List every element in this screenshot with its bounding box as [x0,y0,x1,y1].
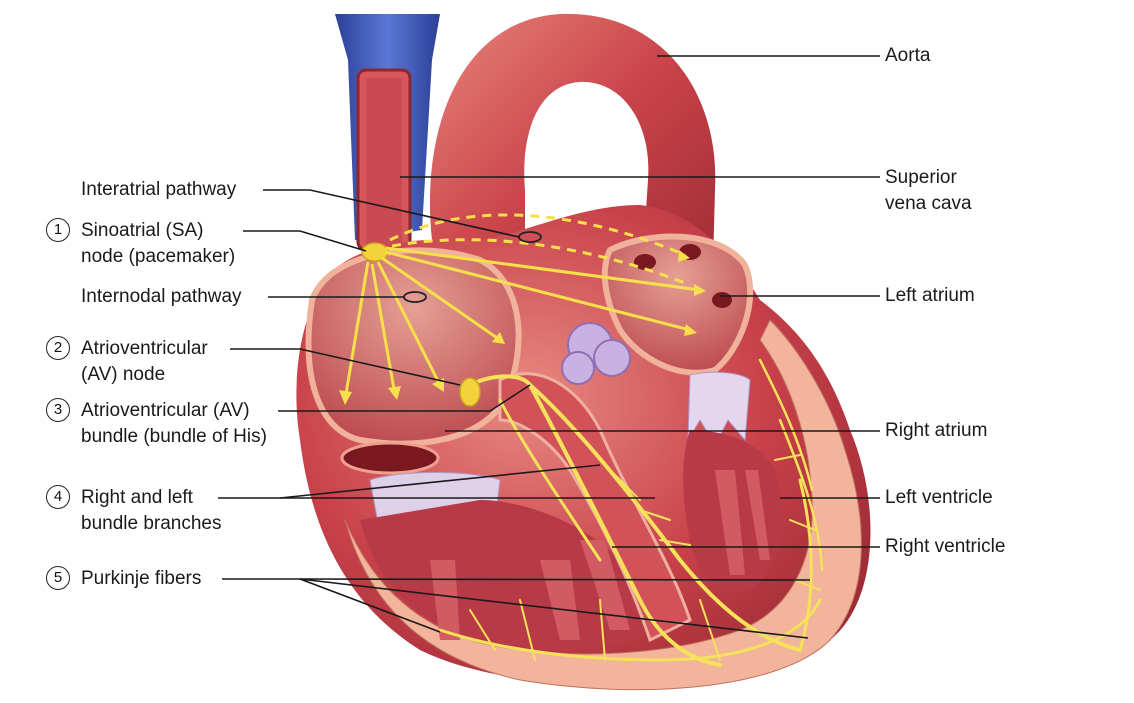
conduction-system [438,358,824,667]
label-internodal-pathway: Internodal pathway [81,284,242,310]
label-right-ventricle: Right ventricle [885,534,1005,560]
label-left-atrium-text: Left atrium [885,285,975,306]
label-right-atrium: Right atrium [885,418,987,444]
label-av-node-line2: (AV) node [81,364,166,385]
label-left-atrium: Left atrium [885,283,975,309]
left-atrium-chamber [601,233,754,376]
label-aorta: Aorta [885,43,930,69]
label-interatrial-pathway: Interatrial pathway [81,177,236,203]
label-sa-node: Sinoatrial (SA) node (pacemaker) [81,218,235,270]
label-purkinje-fibers: Purkinje fibers [81,566,201,592]
label-av-bundle: Atrioventricular (AV) bundle (bundle of … [81,398,267,450]
label-bundle-branches-line2: bundle branches [81,513,222,534]
label-right-ventricle-text: Right ventricle [885,536,1006,557]
label-left-ventricle-text: Left ventricle [885,487,993,508]
ivc-opening [340,441,440,475]
label-superior-vena-cava: Superior vena cava [885,165,972,217]
step-number-3: 3 [46,398,70,422]
label-interatrial-text: Interatrial pathway [81,179,237,200]
interatrial-dashed-arrows [389,213,691,287]
label-av-bundle-line2: bundle (bundle of His) [81,426,267,447]
label-aorta-text: Aorta [885,45,931,66]
label-right-atrium-text: Right atrium [885,420,988,441]
label-sa-node-line2: node (pacemaker) [81,246,236,267]
label-av-node: Atrioventricular (AV) node [81,336,208,388]
label-av-bundle-line1: Atrioventricular (AV) [81,400,250,421]
arrow-heads [339,250,706,405]
label-svc-line2: vena cava [885,193,972,214]
internodal-arrows [343,246,701,401]
label-sa-node-line1: Sinoatrial (SA) [81,220,204,241]
aorta-shape [429,13,716,301]
label-av-node-line1: Atrioventricular [81,338,208,359]
label-bundle-branches-line1: Right and left [81,487,193,508]
step-number-4: 4 [46,485,70,509]
leader-lines [218,55,880,639]
myocardium-layer [344,319,862,691]
step-number-1: 1 [46,218,70,242]
label-internodal-text: Internodal pathway [81,286,242,307]
label-bundle-branches: Right and left bundle branches [81,485,222,537]
label-svc-line1: Superior [885,167,957,188]
av-node-shape [459,377,481,407]
step-number-2: 2 [46,336,70,360]
label-purkinje-text: Purkinje fibers [81,568,202,589]
step-number-5: 5 [46,566,70,590]
label-left-ventricle: Left ventricle [885,485,993,511]
